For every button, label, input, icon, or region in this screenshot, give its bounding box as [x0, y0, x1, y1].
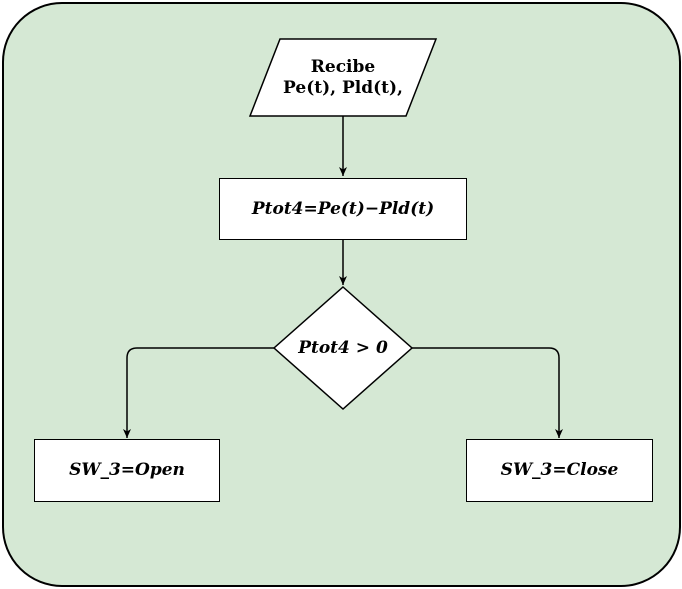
input-label-line2: Pe(t), Pld(t),	[283, 77, 403, 98]
process-node: Ptot4=Pe(t)−Pld(t)	[219, 178, 467, 240]
input-shape	[248, 38, 438, 117]
decision-label: Ptot4 > 0	[298, 337, 388, 358]
close-action-node: SW_3=Close	[466, 439, 653, 502]
input-node: Recibe Pe(t), Pld(t),	[262, 39, 424, 116]
decision-shape	[272, 285, 414, 411]
arrow-decision-to-open	[123, 347, 274, 438]
open-action-node: SW_3=Open	[34, 439, 220, 502]
process-label: Ptot4=Pe(t)−Pld(t)	[251, 198, 435, 219]
decision-node: Ptot4 > 0	[274, 330, 412, 366]
arrow-decision-to-close	[412, 347, 563, 438]
close-action-label: SW_3=Close	[500, 460, 619, 480]
open-action-label: SW_3=Open	[69, 460, 185, 480]
input-label-line1: Recibe	[310, 56, 376, 77]
